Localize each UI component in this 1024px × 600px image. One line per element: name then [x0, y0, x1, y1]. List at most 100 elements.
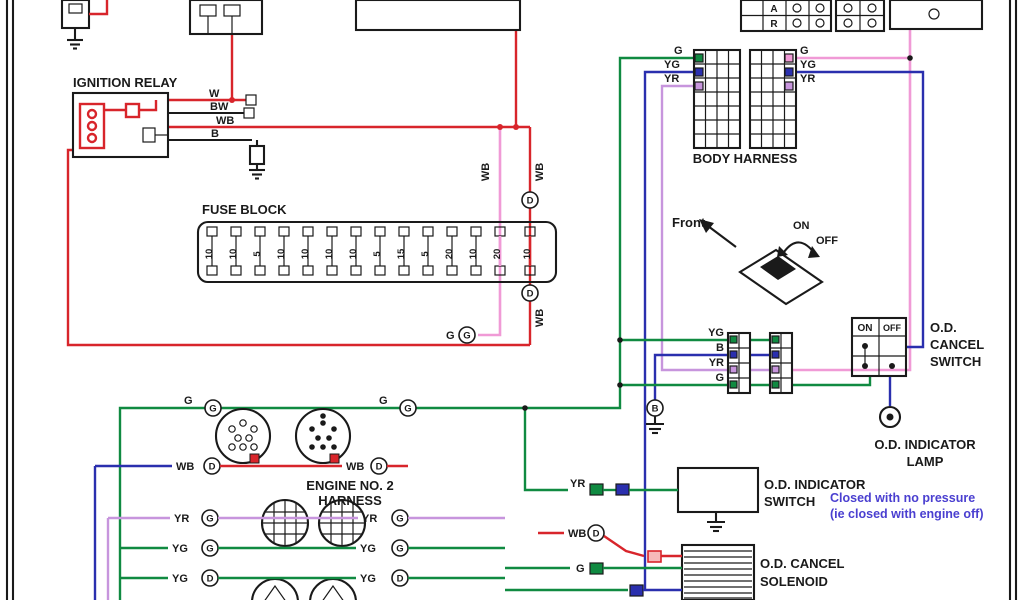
fuse-block-label: FUSE BLOCK: [202, 202, 287, 217]
annotation-note-line-1: Closed with no pressure: [830, 491, 975, 505]
od-indicator-lamp-label-1: O.D. INDICATOR: [874, 437, 976, 452]
od-cancel-switch-label-3: SWITCH: [930, 354, 981, 369]
connector-circle-b-letter: B: [652, 404, 659, 415]
fuse-value: 5: [420, 251, 431, 257]
row-yg2-right-circle: D: [397, 574, 404, 585]
fuse-value: 10: [204, 249, 215, 260]
harness-left-g: G: [674, 45, 683, 57]
row-yg-left-circle: G: [206, 544, 213, 555]
page-border: [5, 0, 1018, 600]
row-yg2-right-label: YG: [360, 573, 376, 585]
od-cancel-solenoid-label-2: SOLENOID: [760, 574, 828, 589]
fuse-value: 10: [522, 249, 533, 260]
fuse-value: 10: [468, 249, 479, 260]
ignition-relay: IGNITION RELAY: [71, 75, 178, 159]
ground-symbol-mid: [646, 416, 664, 435]
row-g-left-label: G: [184, 395, 193, 407]
bottom-g-label: G: [576, 563, 585, 575]
mid-pin-b: B: [716, 342, 724, 354]
od-indicator-switch-label-2: SWITCH: [764, 494, 815, 509]
wb-rotated-label-pink: WB: [480, 163, 492, 181]
lever-body: [738, 248, 824, 306]
fuse-block: FUSE BLOCK 10 10 5 10 10 10 10 5 15 5 20: [196, 202, 558, 284]
top-right-table-circles: [834, 0, 886, 33]
fuse-ground-wire-label: G: [446, 330, 455, 342]
od-indicator-switch: O.D. INDICATOR SWITCH Closed with no pre…: [676, 466, 983, 533]
mid-pin-yg: YG: [708, 327, 724, 339]
fuse-value: 5: [252, 251, 263, 257]
ignition-relay-label: IGNITION RELAY: [73, 75, 178, 90]
round-connector-6: [309, 577, 357, 600]
fused-wb-wires: WB WB WB D D G G: [446, 163, 546, 344]
b-wire-connector: [248, 140, 266, 180]
wb-rotated-label-red-top: WB: [534, 163, 546, 181]
fuse-value: 10: [228, 249, 239, 260]
annotation-note-line-2: (ie closed with engine off): [830, 507, 983, 521]
engine-harness-connectors: ENGINE NO. 2 HARNESS: [214, 407, 394, 600]
row-yg-right-circle: G: [396, 544, 403, 555]
connector-circle-d-letter: D: [527, 289, 534, 300]
harness-left-yr: YR: [664, 73, 679, 85]
front-arrow: [707, 225, 737, 248]
row-yg-left-label: YG: [172, 543, 188, 555]
row-yg2-left-circle: D: [207, 574, 214, 585]
lever-knob: [760, 256, 796, 280]
bottom-wb-label: WB: [568, 528, 586, 540]
row-yg2-left-label: YG: [172, 573, 188, 585]
ignition-relay-box: [71, 91, 170, 159]
solenoid-box: [680, 543, 756, 600]
body-harness: G YG YR G YG YR BODY HARNESS: [664, 45, 816, 166]
connector-circle-d: [521, 191, 539, 209]
od-cancel-switch-label-1: O.D.: [930, 320, 957, 335]
lamp-icon: [878, 405, 902, 429]
od-cancel-switch-label-2: CANCEL: [930, 337, 984, 352]
engine-wire-rows: G G G G WB D WB D YR G YR G YG G YG G YG…: [95, 395, 505, 587]
connector-circle-d: [521, 284, 539, 302]
row-yr-left-label: YR: [174, 513, 189, 525]
od-indicator-switch-label-1: O.D. INDICATOR: [764, 477, 866, 492]
row-g-right-circle: G: [404, 404, 411, 415]
fuses: 10 10 5 10 10 10 10 5 15 5 20 10 20: [204, 226, 536, 276]
body-harness-grid-right: [748, 48, 798, 150]
top-right-table-ar: A R: [739, 0, 833, 33]
switch-table-off: OFF: [883, 323, 901, 333]
switch-table-on: ON: [858, 323, 873, 334]
od-indicator-lamp-label-2: LAMP: [907, 454, 944, 469]
fuse-value: 15: [396, 248, 407, 259]
harness-right-yg: YG: [800, 59, 816, 71]
fuse-value: 20: [444, 249, 455, 260]
row-wb-left-label: WB: [176, 461, 194, 473]
table-cell-r: R: [770, 19, 778, 30]
body-harness-label: BODY HARNESS: [693, 151, 798, 166]
on-label: ON: [793, 220, 810, 232]
top-main-box: [354, 0, 522, 32]
row-wb-left-circle: D: [209, 462, 216, 473]
round-connector-2: [294, 407, 352, 465]
fuse-block-box: [196, 220, 558, 284]
fuse-value: 10: [300, 249, 311, 260]
od-cancel-switch: ON OFF O.D. CANCEL SWITCH: [850, 316, 984, 378]
round-connector-1: [214, 407, 272, 465]
row-yr-right-circle: G: [396, 514, 403, 525]
fuse-value: 10: [276, 249, 287, 260]
od-cancel-solenoid: O.D. CANCEL SOLENOID: [680, 543, 845, 600]
front-label: Front: [672, 215, 706, 230]
fuse-value: 10: [324, 249, 335, 260]
od-indicator-switch-box: [676, 466, 760, 514]
bottom-wb-circle: D: [593, 529, 600, 540]
top-right-box: [888, 0, 984, 31]
wire-label-b: B: [211, 128, 219, 140]
ground-symbol-switch: [707, 512, 725, 533]
relay-wires: W BW WB B: [168, 88, 266, 180]
engine-harness-label-2: HARNESS: [318, 493, 382, 508]
mid-connector-blocks: YG B YR G B: [646, 327, 794, 435]
connector-circle-g-letter: G: [463, 331, 470, 342]
main-wires: [66, 29, 925, 600]
shifter-switch-drawing: Front ON OFF: [672, 215, 838, 306]
off-label: OFF: [816, 235, 838, 247]
fuse-value: 20: [492, 249, 503, 260]
wire-label-wb: WB: [216, 115, 234, 127]
solenoid-coil-hatch: [684, 550, 752, 599]
bottom-yr-label: YR: [570, 478, 585, 490]
